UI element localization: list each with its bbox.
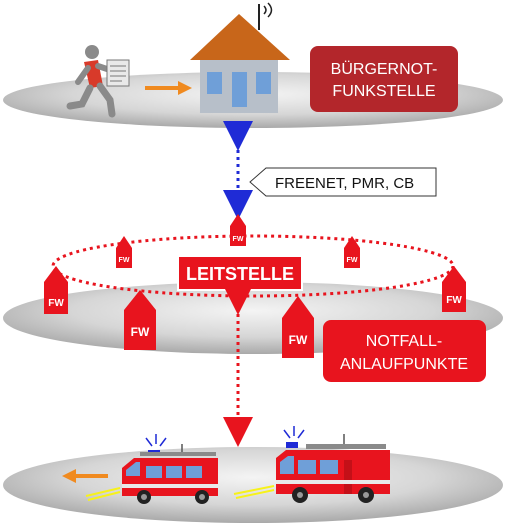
notfall-label-2: ANLAUFPUNKTE (340, 356, 468, 373)
fw-marker: FW (442, 266, 466, 312)
fire-truck-icon (276, 426, 390, 503)
fw-marker: FW (124, 290, 156, 350)
fw-marker: FW (230, 214, 246, 246)
svg-text:FW: FW (131, 325, 150, 339)
freenet-label: FREENET, PMR, CB (275, 175, 414, 192)
fire-truck-icon (122, 434, 218, 504)
fw-marker: FW (344, 236, 360, 268)
buergernotfunkstelle-box (310, 46, 458, 112)
leitstelle-label: LEITSTELLE (186, 264, 294, 284)
runner-person-icon (66, 45, 130, 118)
bottom-platform (3, 447, 503, 523)
buergernotfunkstelle-label-2: FUNKSTELLE (332, 83, 435, 100)
headlight-beam (85, 487, 121, 501)
svg-text:FW: FW (446, 295, 462, 306)
svg-text:FW: FW (289, 333, 308, 347)
fw-marker: FW (282, 296, 314, 358)
fw-marker: FW (116, 236, 132, 268)
fw-marker: FW (44, 266, 68, 314)
leitstelle-box (177, 255, 303, 291)
notfall-ring (51, 234, 455, 298)
svg-text:FW: FW (119, 257, 130, 264)
svg-text:FW: FW (233, 236, 244, 243)
orange-arrow-left (62, 469, 108, 483)
freenet-callout (249, 167, 437, 197)
notfall-label-1: NOTFALL- (366, 333, 442, 350)
orange-arrow-to-house (145, 81, 192, 95)
svg-text:FW: FW (48, 298, 64, 309)
notfall-box (323, 320, 486, 382)
buergernotfunkstelle-label-1: BÜRGERNOT- (331, 60, 438, 78)
svg-text:FW: FW (347, 257, 358, 264)
house-icon (190, 2, 290, 113)
headlight-beam (233, 485, 275, 499)
